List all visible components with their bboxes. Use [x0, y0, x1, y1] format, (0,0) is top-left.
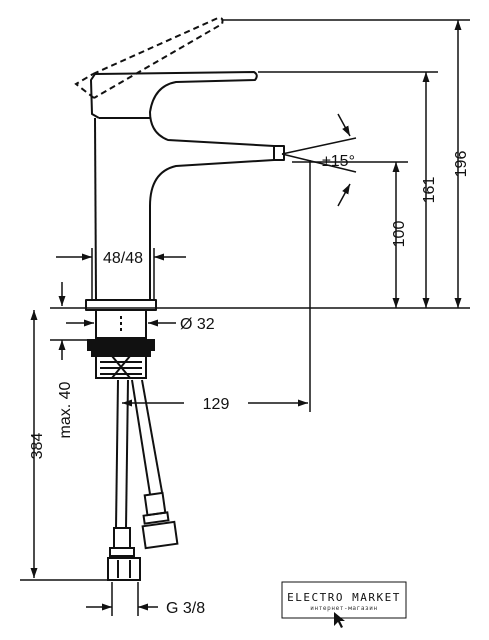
dim-100: 100 [391, 221, 408, 248]
electro-market-watermark: ELECTRO MARKET интернет-магазин [281, 581, 407, 628]
dim-161: 161 [421, 177, 438, 204]
lock-nut [87, 339, 155, 351]
dim-196: 196 [453, 151, 470, 178]
hose-nut-right [141, 520, 179, 550]
watermark-subtitle: интернет-магазин [310, 605, 377, 612]
spout-underside [149, 159, 275, 300]
dimension-labels: 196 161 100 48/48 Ø 32 ±15° 129 max. 40 … [29, 151, 470, 617]
lever-handle [94, 71, 275, 147]
dimension-lines [20, 19, 470, 616]
dim-384: 384 [29, 433, 46, 460]
aerator-outlet [273, 145, 285, 161]
lever-open-position [74, 16, 224, 99]
threaded-fitting [95, 355, 147, 379]
flexible-hoses [107, 379, 179, 581]
mounting-shank [87, 309, 155, 379]
watermark-title: ELECTRO MARKET [287, 591, 401, 604]
hose-nut-left [107, 557, 141, 581]
dim-48-48: 48/48 [103, 250, 143, 267]
dim-g-3-8: G 3/8 [166, 600, 205, 617]
dim-max-40: max. 40 [57, 381, 74, 438]
cursor-icon [334, 612, 345, 628]
faucet-body [85, 71, 285, 311]
dim-diameter-32: Ø 32 [180, 316, 215, 333]
dim-129: 129 [203, 396, 230, 413]
dim-jet-angle: ±15° [322, 153, 355, 170]
